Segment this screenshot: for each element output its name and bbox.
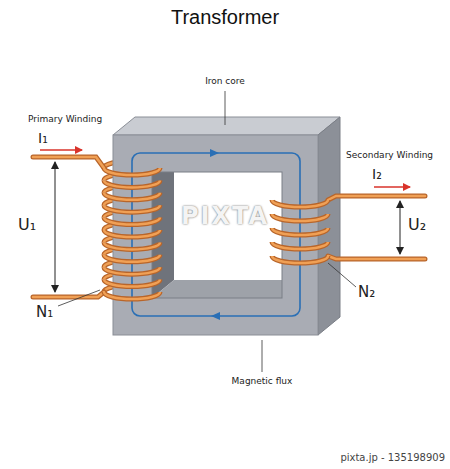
- current-symbol: I₂: [372, 166, 382, 182]
- coil-turn-highlight: [104, 292, 160, 299]
- turns-symbol: N₁: [36, 304, 53, 321]
- leader-lines: [58, 91, 356, 372]
- part-label: Iron core: [205, 76, 245, 86]
- coil-turn: [104, 255, 160, 262]
- coil-turn: [104, 168, 160, 175]
- coil-turn: [272, 214, 328, 221]
- coil-turn: [272, 256, 328, 263]
- coil-turn-highlight: [272, 200, 328, 207]
- credit-text: pixta.jp - 135198909: [340, 452, 445, 464]
- coil-turn-highlight: [104, 205, 160, 212]
- coil-turn-highlight: [272, 228, 328, 235]
- turns-symbol: N₂: [358, 284, 375, 301]
- part-label: Primary Winding: [28, 114, 102, 124]
- coil-turn-highlight: [104, 255, 160, 262]
- coil-turn: [104, 180, 160, 187]
- part-label: Magnetic flux: [232, 376, 293, 386]
- coil-turn-highlight: [272, 214, 328, 221]
- coil-turn: [104, 267, 160, 274]
- coil-turn: [272, 228, 328, 235]
- coil-turn: [104, 218, 160, 225]
- winding-leads: [33, 157, 425, 297]
- part-label: Secondary Winding: [346, 150, 433, 160]
- diagram-title: Transformer: [0, 6, 450, 29]
- current-symbol: I₁: [38, 130, 48, 146]
- voltage-symbol: U₁: [18, 216, 36, 234]
- coil-front-turns: [104, 168, 328, 299]
- coil-turn: [104, 193, 160, 200]
- voltage-symbol: U₂: [408, 216, 426, 234]
- coil-turn: [104, 230, 160, 237]
- coil-turn-highlight: [272, 242, 328, 249]
- coil-turn: [104, 205, 160, 212]
- coil-turn: [272, 200, 328, 207]
- coil-turn-highlight: [104, 242, 160, 249]
- watermark: PIXTA: [181, 203, 269, 231]
- voltage-arrows: [55, 162, 400, 292]
- coil-turn-highlight: [272, 256, 328, 263]
- coil-turn-highlight: [104, 180, 160, 187]
- coil-turn-highlight: [104, 168, 160, 175]
- coil-turn: [104, 292, 160, 299]
- coil-turn-highlight: [104, 267, 160, 274]
- coil-turn-highlight: [104, 230, 160, 237]
- coil-turn: [272, 242, 328, 249]
- coil-turn: [104, 242, 160, 249]
- coil-turn-highlight: [104, 280, 160, 287]
- coil-turn: [104, 280, 160, 287]
- coil-turn-highlight: [104, 218, 160, 225]
- coil-turn-highlight: [104, 193, 160, 200]
